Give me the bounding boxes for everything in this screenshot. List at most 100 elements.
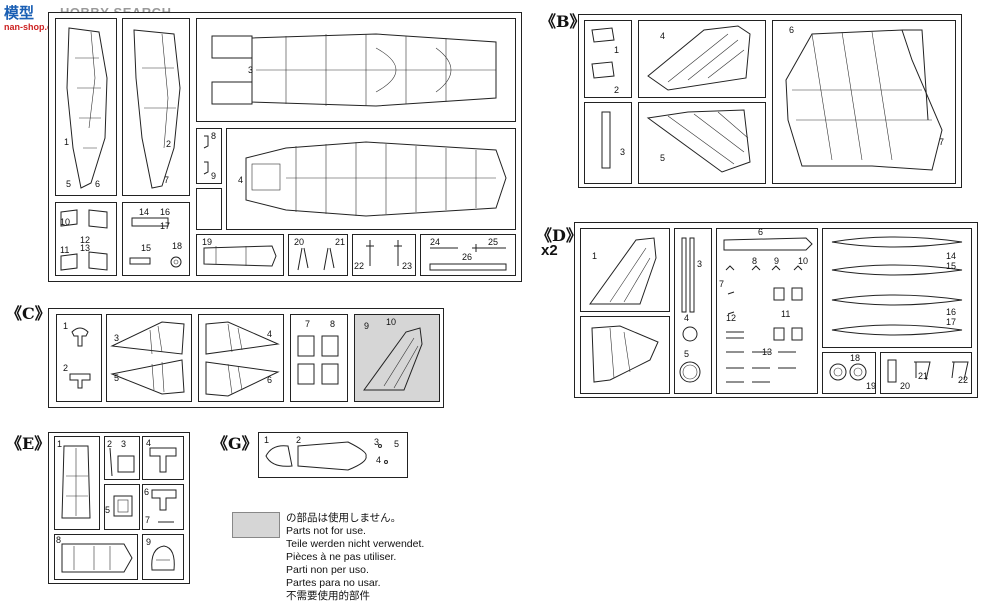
sprue-b-part6-7-box — [772, 20, 956, 184]
sprue-e-part6-7-box — [142, 484, 184, 530]
legend-line-zh: 不需要使用的部件 — [286, 590, 370, 602]
sprue-g-frame — [258, 432, 408, 478]
sprue-d-part-17: 17 — [946, 317, 957, 327]
sprue-a-part2-drawing — [133, 29, 181, 189]
sprue-e-part-3: 3 — [121, 439, 127, 449]
sprue-a-part24-26-drawing — [429, 244, 507, 271]
sprue-d-part-5: 5 — [684, 349, 690, 359]
sprue-a-part-24: 24 — [430, 237, 441, 247]
sprue-a-part-20: 20 — [294, 237, 305, 247]
sprue-b-part-6: 6 — [789, 25, 795, 35]
sprue-d-part6-13-drawing — [723, 237, 813, 383]
sprue-a-part10-13-drawing — [60, 209, 108, 271]
sprue-d-part-9: 9 — [774, 256, 780, 266]
sprue-d-part-7: 7 — [719, 279, 725, 289]
sprue-c-part-8: 8 — [330, 319, 336, 329]
sprue-g-label: 《G》 — [212, 434, 258, 453]
sprue-d-part-8: 8 — [752, 256, 758, 266]
sprue-g-part-5: 5 — [394, 439, 400, 449]
sprue-a-part-12: 12 — [80, 235, 91, 245]
sprue-a-part2-box — [122, 18, 190, 196]
sprue-a-part-21: 21 — [335, 237, 346, 247]
sprue-a-part-22: 22 — [354, 261, 365, 271]
sprue-e-part-1: 1 — [57, 439, 63, 449]
sprue-a-part-10: 10 — [60, 217, 71, 227]
sprue-b-part-4: 4 — [660, 31, 666, 41]
legend-line-es: Partes para no usar. — [286, 577, 381, 589]
sprue-c-part-6: 6 — [267, 375, 273, 385]
sprue-c-part4-6-box — [198, 314, 284, 402]
sprue-c-part7-8-box — [290, 314, 348, 402]
sprue-g-part-1: 1 — [264, 435, 270, 445]
sprue-a-part22-23-drawing — [366, 240, 402, 266]
sprue-d-part14-17-drawing — [831, 236, 963, 336]
sprue-c-part-4: 4 — [267, 329, 273, 339]
watermark-main: 模型 — [4, 5, 35, 22]
sprue-a-part-19: 19 — [202, 237, 213, 247]
sprue-b-part-3: 3 — [620, 147, 626, 157]
sprue-d-part-4: 4 — [684, 313, 690, 323]
sprue-d-part2-box — [580, 316, 670, 394]
sprue-c-part7-8-drawing — [297, 335, 339, 385]
sprue-a-part20-21-drawing — [297, 247, 335, 271]
sprue-d-part3-5-box — [674, 228, 712, 394]
sprue-d-part-14: 14 — [946, 251, 957, 261]
sprue-d-part-13: 13 — [762, 347, 773, 357]
sprue-a-part19-box — [196, 234, 284, 276]
sprue-g-part-4: 4 — [376, 455, 382, 465]
sprue-g-part-2: 2 — [296, 435, 302, 445]
sprue-a-part-3: 3 — [248, 65, 254, 75]
sprue-c-part-10: 10 — [386, 317, 397, 327]
sprue-d-part3-5-drawing — [679, 237, 701, 383]
sprue-e-part9-drawing — [151, 545, 175, 571]
sprue-g-part-3: 3 — [374, 437, 380, 447]
sprue-e-part-2: 2 — [107, 439, 113, 449]
sprue-a-part1-box — [55, 18, 117, 196]
sprue-e-part5-drawing — [113, 495, 133, 517]
sprue-c-part1-2-box — [56, 314, 102, 402]
sprue-c-label: 《C》 — [6, 304, 51, 323]
sprue-e-part-9: 9 — [146, 537, 152, 547]
sprue-a-part-23: 23 — [402, 261, 413, 271]
sprue-d-part-19: 19 — [866, 381, 877, 391]
sprue-d-part20-22-box — [880, 352, 972, 394]
sprue-a-part-6: 6 — [95, 179, 101, 189]
sprue-d-part-12: 12 — [726, 313, 737, 323]
sprue-c-part-9: 9 — [364, 321, 370, 331]
sprue-a-part24-26-box — [420, 234, 516, 276]
sprue-e-part5-box — [104, 484, 140, 530]
sprue-a-part-16: 16 — [160, 207, 171, 217]
sprue-b-part-1: 1 — [614, 45, 620, 55]
sprue-e-part1-drawing — [61, 445, 91, 519]
sprue-a-part14-18-drawing — [129, 217, 182, 268]
sprue-a-empty-box — [196, 188, 222, 230]
sprue-c-part-1: 1 — [63, 321, 69, 331]
sprue-d-part6-13-box — [716, 228, 818, 394]
sprue-b-part6-7-drawing — [785, 29, 943, 171]
sprue-a-part-2: 2 — [166, 139, 172, 149]
sprue-a-part-11: 11 — [60, 245, 70, 255]
sprue-a-part-8: 8 — [211, 131, 217, 141]
sprue-d-part20-22-drawing — [887, 359, 969, 383]
sprue-b-label: 《B》 — [540, 12, 586, 31]
sprue-a-part1-drawing — [66, 27, 108, 189]
sprue-a-part-7: 7 — [164, 175, 170, 185]
sprue-d-part-6: 6 — [758, 227, 764, 237]
sprue-b-part3-box — [584, 102, 632, 184]
sprue-c-part4-6-drawing — [205, 321, 280, 397]
sprue-d-part-10: 10 — [798, 256, 809, 266]
sprue-a-part-14: 14 — [139, 207, 150, 217]
sprue-d-part-15: 15 — [946, 261, 957, 271]
sprue-d-part18-19-box — [822, 352, 876, 394]
sprue-a-part-18: 18 — [172, 241, 183, 251]
sprue-d-part-21: 21 — [918, 371, 929, 381]
sprue-a-part-13: 13 — [80, 243, 91, 253]
sprue-e-part-7: 7 — [145, 515, 151, 525]
sprue-e-part-8: 8 — [56, 535, 62, 545]
sprue-e-part4-drawing — [149, 447, 177, 473]
sprue-c-part-7: 7 — [305, 319, 311, 329]
sprue-a-part4-box — [226, 128, 516, 230]
sprue-d-part-20: 20 — [900, 381, 911, 391]
sprue-a-part3-drawing — [211, 33, 497, 107]
legend-text-block: の部品は使用しません。 Parts not for use. Teile wer… — [286, 512, 424, 603]
